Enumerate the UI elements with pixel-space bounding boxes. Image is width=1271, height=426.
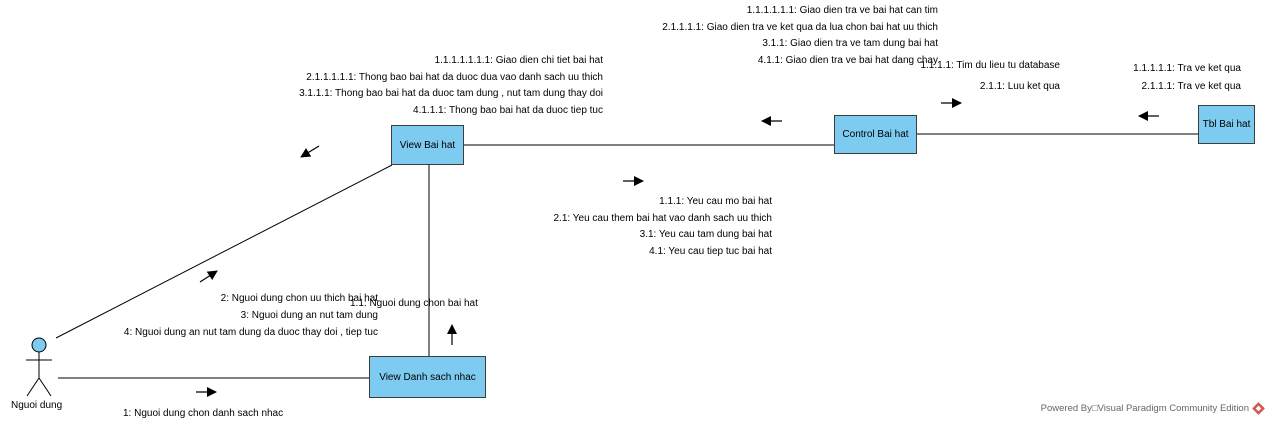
footer-credit: Powered By□Visual Paradigm Community Edi… bbox=[1040, 403, 1249, 414]
actor-label: Nguoi dung bbox=[11, 400, 63, 411]
message-label: 2.1.1.1.1.1: Thong bao bai hat da duoc d… bbox=[306, 71, 603, 83]
message-list-to-view: 1.1: Nguoi dung chon bai hat bbox=[350, 298, 478, 309]
message-label: 2.1.1.1.1: Giao dien tra ve ket qua da l… bbox=[662, 21, 938, 33]
messages-control-to-view: 1.1.1.1.1.1: Giao dien tra ve bai hat ca… bbox=[662, 3, 938, 69]
object-tbl-bai-hat[interactable]: Tbl Bai hat bbox=[1198, 105, 1255, 144]
message-label: 3.1.1: Giao dien tra ve tam dung bai hat bbox=[762, 38, 938, 49]
visual-paradigm-logo-icon bbox=[1252, 402, 1265, 415]
message-label: 1.1.1.1.1: Tra ve ket qua bbox=[1133, 63, 1241, 74]
message-label: 1.1.1.1.1.1: Giao dien tra ve bai hat ca… bbox=[746, 5, 938, 16]
message-label: 3.1.1.1: Thong bao bai hat da duoc tam d… bbox=[299, 88, 603, 99]
messages-view-to-control: 1.1.1: Yeu cau mo bai hat 2.1: Yeu cau t… bbox=[554, 194, 773, 260]
actor-stick-figure bbox=[26, 337, 52, 397]
object-view-danh-sach-nhac[interactable]: View Danh sach nhac bbox=[369, 356, 486, 398]
message-label: 4.1: Yeu cau tiep tuc bai hat bbox=[649, 245, 772, 257]
arrow-actor-to-view bbox=[199, 270, 218, 283]
arrow-view-to-actor bbox=[300, 145, 320, 158]
message-label: 4: Nguoi dung an nut tam dung da duoc th… bbox=[123, 327, 378, 338]
message-label: 2: Nguoi dung chon uu thich bai hat bbox=[220, 293, 378, 304]
object-control-bai-hat[interactable]: Control Bai hat bbox=[834, 115, 917, 154]
message-label: 4.1.1: Giao dien tra ve bai hat dang cha… bbox=[757, 54, 938, 66]
message-label: 3: Nguoi dung an nut tam dung bbox=[240, 309, 378, 321]
message-label: 1.1.1: Yeu cau mo bai hat bbox=[659, 196, 772, 207]
message-label: 1.1.1.1.1.1.1: Giao dien chi tiet bai ha… bbox=[434, 55, 603, 66]
message-label: 3.1: Yeu cau tam dung bai hat bbox=[639, 229, 772, 240]
messages-control-to-tbl: 1.1.1.1: Tim du lieu tu database 2.1.1: … bbox=[920, 58, 1060, 95]
message-label: 2.1.1.1: Tra ve ket qua bbox=[1141, 80, 1241, 92]
object-view-bai-hat[interactable]: View Bai hat bbox=[391, 125, 464, 165]
message-label: 4.1.1.1: Thong bao bai hat da duoc tiep … bbox=[413, 104, 603, 116]
messages-view-to-actor: 1.1.1.1.1.1.1: Giao dien chi tiet bai ha… bbox=[299, 53, 603, 119]
messages-tbl-to-control: 1.1.1.1.1: Tra ve ket qua 2.1.1.1: Tra v… bbox=[1133, 61, 1241, 95]
message-actor-to-list: 1: Nguoi dung chon danh sach nhac bbox=[123, 408, 284, 419]
message-label: 1.1.1.1: Tim du lieu tu database bbox=[920, 60, 1060, 71]
message-label: 2.1.1: Luu ket qua bbox=[979, 80, 1060, 92]
message-label: 2.1: Yeu cau them bai hat vao danh sach … bbox=[553, 212, 773, 224]
link-actor-viewbaihat bbox=[55, 164, 393, 339]
messages-actor-to-view: 2: Nguoi dung chon uu thich bai hat 3: N… bbox=[124, 291, 378, 342]
